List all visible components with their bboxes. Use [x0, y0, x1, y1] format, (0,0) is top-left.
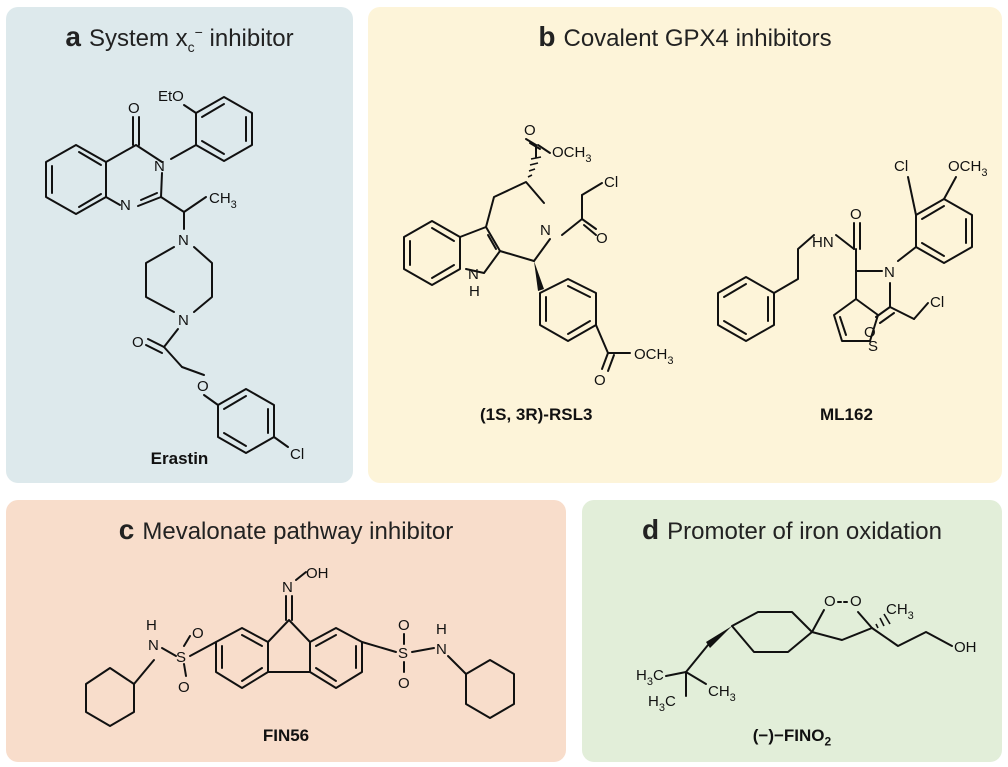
- fin56-atom-O4: O: [398, 675, 410, 692]
- fin56-atom-S2: S: [398, 645, 408, 662]
- fin56-atom-OH: OH: [306, 565, 329, 582]
- fin56-atom-O2: O: [178, 679, 190, 696]
- fin56-left-cyclohexyl: [85, 667, 135, 727]
- rsl3-ml162-structures: N H N O OCH3 O Cl O: [403, 122, 987, 389]
- fino2-atom-O2: O: [850, 593, 862, 610]
- compound-name-fino2-text: (−)−FINO: [752, 726, 825, 745]
- panel-d-letter: d: [642, 514, 660, 545]
- panel-c: c Mevalonate pathway inhibitor H N S O O …: [6, 500, 566, 762]
- compound-name-ml162: ML162: [820, 405, 873, 424]
- panel-a-letter: a: [65, 21, 81, 52]
- ml162-atom-Cl1: Cl: [894, 158, 908, 175]
- panel-a-title: a System xc− inhibitor: [6, 21, 353, 55]
- panel-a-title-text: System x: [88, 25, 188, 52]
- fin56-right-arene: [309, 627, 363, 689]
- panel-b-letter: b: [538, 21, 556, 52]
- panel-c-title-text: Mevalonate pathway inhibitor: [142, 518, 454, 545]
- rsl3-atom-OCH3-1: OCH3: [552, 144, 591, 165]
- panel-d-title-text: Promoter of iron oxidation: [667, 518, 942, 545]
- panel-a-title-rest: inhibitor: [202, 25, 294, 52]
- ml162-atom-HN: HN: [812, 234, 834, 251]
- fino2-atom-O1: O: [824, 593, 836, 610]
- fin56-left-arene: [215, 627, 269, 689]
- ml162-atom-Cl2: Cl: [930, 294, 944, 311]
- erastin-atom-O1: O: [128, 100, 140, 117]
- erastin-benzo-ring: [45, 144, 107, 215]
- panel-b: b Covalent GPX4 inhibitors N H N O OCH3 O: [368, 7, 1002, 483]
- panel-a-title-sub: c: [187, 38, 195, 55]
- rsl3-atom-OCH3-2: OCH3: [634, 346, 673, 367]
- ml162-chloromethoxyphenyl-ring: [915, 198, 973, 264]
- panel-d-title: d Promoter of iron oxidation: [582, 514, 1002, 546]
- rsl3-atom-O3: O: [594, 372, 606, 389]
- fin56-atom-N1: N: [148, 637, 159, 654]
- compound-name-erastin: Erastin: [150, 449, 209, 468]
- fin56-atom-N-oxime: N: [282, 579, 293, 596]
- rsl3-atom-Cl: Cl: [604, 174, 618, 191]
- panel-c-letter: c: [118, 514, 135, 545]
- fino2-structure: H3C H3C CH3 O O CH3 OH: [636, 593, 977, 714]
- panel-b-title: b Covalent GPX4 inhibitors: [368, 21, 1002, 53]
- compound-name-fin56: FIN56: [262, 726, 310, 745]
- erastin-atom-N4: N: [178, 312, 189, 329]
- rsl3-benzene-ring: [403, 220, 461, 286]
- fin56-atom-N2: N: [436, 641, 447, 658]
- compound-name-rsl3: (1S, 3R)-RSL3: [480, 405, 593, 424]
- erastin-atom-Cl: Cl: [290, 446, 304, 463]
- erastin-atom-O2: O: [132, 334, 144, 351]
- erastin-atom-N1: N: [154, 158, 165, 175]
- fin56-atom-S1: S: [176, 649, 186, 666]
- fino2-atom-OH: OH: [954, 639, 977, 656]
- erastin-structure: O N N EtO CH3 N N O O Cl: [45, 88, 304, 463]
- fin56-atom-H2: H: [436, 621, 447, 638]
- fino2-atom-H3C-2: H3C: [648, 693, 676, 714]
- fino2-atom-H3C-1: H3C: [636, 667, 664, 688]
- compound-name-fino2: (−)−FINO2: [582, 726, 1002, 748]
- fin56-atom-O1: O: [192, 625, 204, 642]
- rsl3-atom-H: H: [469, 283, 480, 300]
- fino2-atom-CH3-1: CH3: [708, 683, 736, 704]
- erastin-chlorophenyl-ring: [217, 388, 275, 454]
- ml162-atom-S: S: [868, 338, 878, 355]
- erastin-ethoxyphenyl-ring: [195, 96, 253, 162]
- fin56-right-cyclohexyl: [465, 659, 515, 719]
- erastin-atom-EtO: EtO: [158, 88, 184, 105]
- compound-name-fino2-sub: 2: [824, 734, 832, 749]
- panel-a: a System xc− inhibitor O N N EtO CH3 N: [6, 7, 353, 483]
- ml162-atom-O2: O: [864, 324, 876, 341]
- ml162-atom-OCH3: OCH3: [948, 158, 987, 179]
- ml162-phenyl-ring: [717, 276, 775, 342]
- erastin-atom-O3: O: [197, 378, 209, 395]
- fin56-atom-H1: H: [146, 617, 157, 634]
- ml162-atom-N: N: [884, 264, 895, 281]
- panel-d: d Promoter of iron oxidation H3C H3C CH3 …: [582, 500, 1002, 762]
- fino2-atom-CH3-2: CH3: [886, 601, 914, 622]
- fino2-cyclohexane: [731, 611, 813, 653]
- fin56-atom-O3: O: [398, 617, 410, 634]
- panel-b-title-text: Covalent GPX4 inhibitors: [563, 25, 832, 52]
- rsl3-atom-O1: O: [524, 122, 536, 139]
- panel-a-title-sup: −: [194, 24, 203, 40]
- panel-c-title: c Mevalonate pathway inhibitor: [6, 514, 566, 546]
- erastin-atom-CH3: CH3: [209, 190, 237, 211]
- rsl3-atom-O2: O: [596, 230, 608, 247]
- ml162-atom-O1: O: [850, 206, 862, 223]
- fin56-structure: H N S O O N OH S O O H N: [85, 565, 515, 727]
- rsl3-phenyl-ring: [539, 278, 597, 342]
- erastin-atom-N2: N: [120, 197, 131, 214]
- rsl3-atom-NH: N: [468, 266, 479, 283]
- erastin-atom-N3: N: [178, 232, 189, 249]
- ml162-thiophene-ring: [833, 298, 879, 342]
- rsl3-atom-N: N: [540, 222, 551, 239]
